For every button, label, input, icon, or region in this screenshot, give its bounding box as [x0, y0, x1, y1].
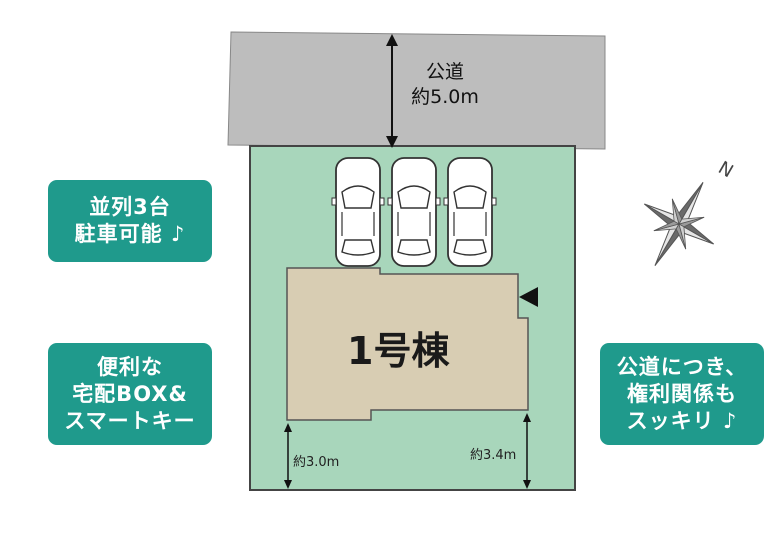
building-label: 1号棟	[347, 329, 450, 373]
delivery-callout-line-3: スマートキー	[64, 408, 196, 433]
parked-car-icon	[331, 157, 385, 267]
road-name: 公道	[425, 61, 464, 83]
delivery-callout-line-2: 宅配BOX&	[72, 381, 188, 406]
road-note-line-1: 公道につき、	[616, 354, 748, 379]
road-width-dimension	[386, 34, 398, 148]
parking-callout-line-2: 駐車可能 ♪	[74, 222, 186, 246]
road-width: 約5.0m	[411, 86, 479, 108]
road-note-line-3: スッキリ ♪	[626, 408, 738, 433]
road-note-callout: 公道につき、 権利関係も スッキリ ♪	[600, 343, 764, 445]
compass-north-label: N	[715, 157, 737, 182]
right-setback-dimension	[523, 413, 531, 489]
parking-callout-line-1: 並列3台	[89, 195, 171, 219]
left-setback-dimension	[284, 423, 292, 489]
road-label: 公道 約5.0m	[400, 60, 490, 110]
public-road	[227, 31, 606, 150]
right-setback-label: 約3.4m	[470, 448, 517, 463]
delivery-callout: 便利な 宅配BOX& スマートキー	[48, 343, 212, 445]
delivery-callout-line-1: 便利な	[97, 354, 163, 379]
road-note-line-2: 権利関係も	[627, 381, 737, 406]
parked-car-icon	[387, 157, 441, 267]
left-setback-label: 約3.0m	[293, 455, 340, 470]
entrance-marker	[519, 287, 538, 307]
compass-rose-icon	[644, 182, 714, 266]
parked-car-icon	[443, 157, 497, 267]
parking-callout: 並列3台 駐車可能 ♪	[48, 180, 212, 262]
building-footprint	[286, 267, 529, 421]
